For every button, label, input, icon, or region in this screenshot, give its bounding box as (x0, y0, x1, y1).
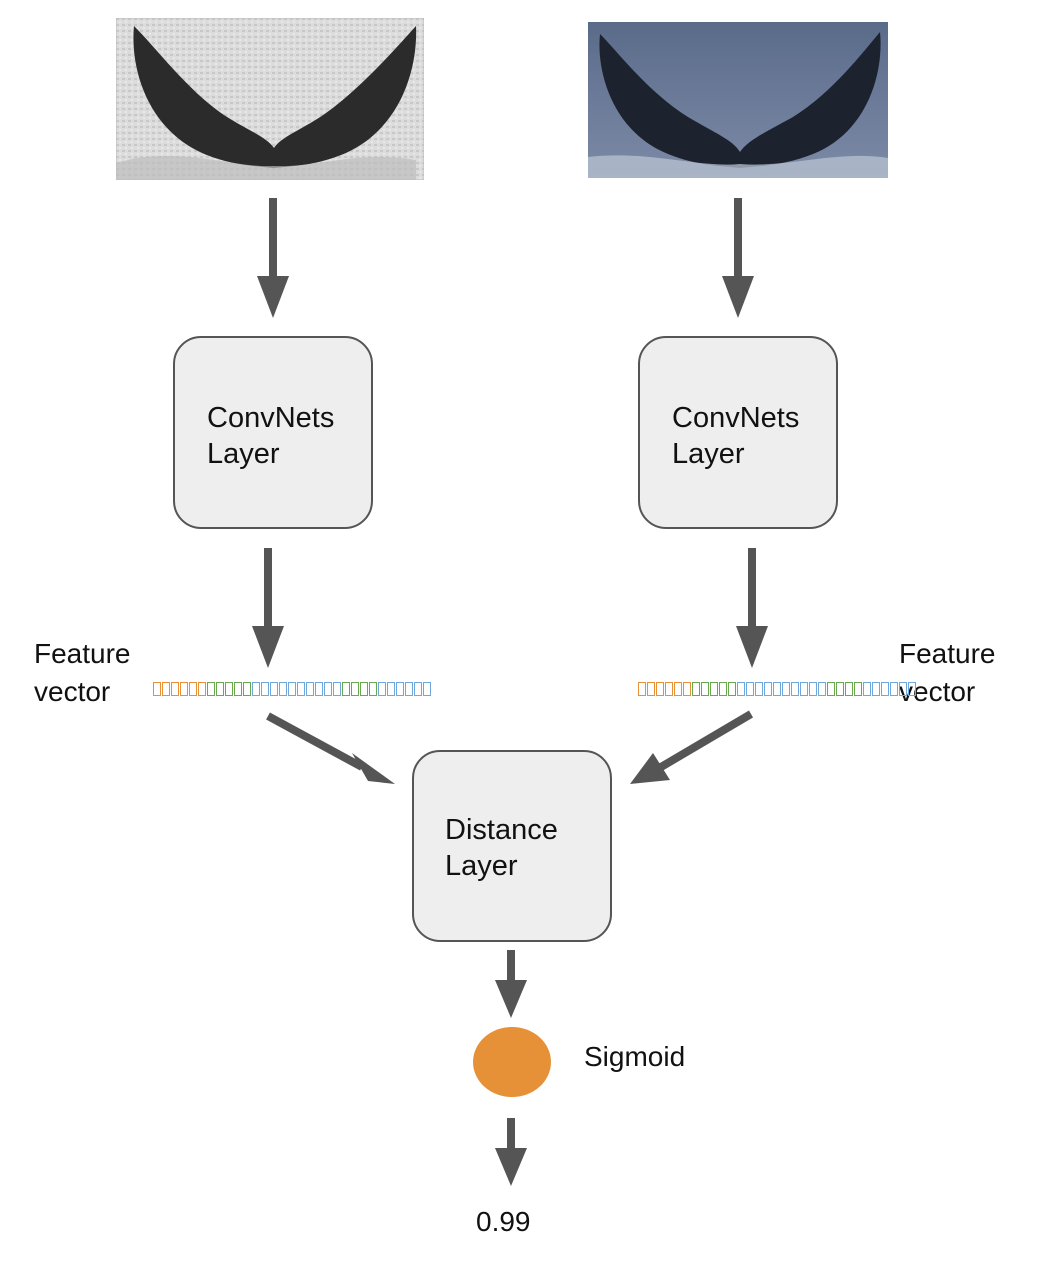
feature-cell (683, 682, 691, 696)
feature-cell (890, 682, 898, 696)
feature-cell (405, 682, 413, 696)
feature-cell (225, 682, 233, 696)
feature-cell (171, 682, 179, 696)
arrow-conv-to-feature-left (252, 548, 284, 668)
feature-cell (809, 682, 817, 696)
feature-cell (180, 682, 188, 696)
convnets-layer-left-label: ConvNets Layer (207, 400, 334, 472)
arrow-distance-to-sigmoid (495, 950, 527, 1018)
feature-cell (387, 682, 395, 696)
feature-cell (198, 682, 206, 696)
feature-cell (414, 682, 422, 696)
feature-cell (746, 682, 754, 696)
feature-cell (252, 682, 260, 696)
feature-cell (755, 682, 763, 696)
sigmoid-label: Sigmoid (584, 1041, 686, 1072)
feature-cell (701, 682, 709, 696)
input-image-right (588, 22, 888, 178)
feature-right-line1: Feature (899, 638, 996, 669)
convnets-right-line2: Layer (672, 438, 745, 470)
feature-cell (234, 682, 242, 696)
feature-left-line2: vector (34, 676, 111, 707)
feature-cell (396, 682, 404, 696)
feature-cell (764, 682, 772, 696)
convnets-layer-right-label: ConvNets Layer (672, 400, 799, 472)
feature-cell (306, 682, 314, 696)
feature-cell (665, 682, 673, 696)
feature-cell (881, 682, 889, 696)
feature-cell (719, 682, 727, 696)
feature-cell (863, 682, 871, 696)
feature-cell (836, 682, 844, 696)
feature-cell (710, 682, 718, 696)
feature-vector-right (638, 682, 917, 698)
arrow-sigmoid-to-output (495, 1118, 527, 1186)
arrow-feature-left-to-distance (266, 712, 395, 784)
feature-vector-label-left: Feature vector (34, 635, 131, 711)
feature-cell (674, 682, 682, 696)
feature-vector-label-right: Feature vector (899, 635, 996, 711)
feature-left-line1: Feature (34, 638, 131, 669)
feature-cell (351, 682, 359, 696)
feature-cell (360, 682, 368, 696)
feature-cell (270, 682, 278, 696)
feature-cell (261, 682, 269, 696)
feature-cell (818, 682, 826, 696)
whale-fluke-color-image (588, 22, 888, 178)
feature-cell (216, 682, 224, 696)
convnets-right-line1: ConvNets (672, 402, 800, 434)
feature-cell (315, 682, 323, 696)
feature-cell (908, 682, 916, 696)
feature-cell (791, 682, 799, 696)
arrow-conv-to-feature-right (736, 548, 768, 668)
whale-fluke-grayscale-image (116, 18, 424, 180)
feature-cell (369, 682, 377, 696)
sigmoid-node (473, 1027, 551, 1097)
feature-cell (782, 682, 790, 696)
feature-cell (279, 682, 287, 696)
feature-cell (378, 682, 386, 696)
distance-line1: Distance (445, 814, 558, 846)
arrow-image-to-conv-right (722, 198, 754, 318)
feature-cell (773, 682, 781, 696)
feature-cell (288, 682, 296, 696)
convnets-left-line1: ConvNets (207, 402, 335, 434)
feature-cell (872, 682, 880, 696)
arrow-feature-right-to-distance (630, 710, 754, 784)
feature-cell (162, 682, 170, 696)
feature-cell (845, 682, 853, 696)
distance-layer: Distance Layer (412, 750, 612, 942)
feature-cell (189, 682, 197, 696)
convnets-layer-right: ConvNets Layer (638, 336, 838, 529)
feature-cell (342, 682, 350, 696)
feature-cell (656, 682, 664, 696)
feature-cell (692, 682, 700, 696)
feature-cell (728, 682, 736, 696)
input-image-left (116, 18, 424, 180)
feature-right-line2: vector (899, 676, 976, 707)
feature-cell (638, 682, 646, 696)
distance-layer-label: Distance Layer (445, 812, 558, 884)
feature-cell (243, 682, 251, 696)
arrow-image-to-conv-left (257, 198, 289, 318)
feature-cell (297, 682, 305, 696)
feature-cell (737, 682, 745, 696)
feature-cell (827, 682, 835, 696)
feature-cell (333, 682, 341, 696)
distance-line2: Layer (445, 850, 518, 882)
feature-cell (324, 682, 332, 696)
feature-cell (153, 682, 161, 696)
feature-cell (854, 682, 862, 696)
convnets-layer-left: ConvNets Layer (173, 336, 373, 529)
feature-cell (647, 682, 655, 696)
feature-cell (899, 682, 907, 696)
convnets-left-line2: Layer (207, 438, 280, 470)
feature-cell (423, 682, 431, 696)
feature-cell (800, 682, 808, 696)
output-value: 0.99 (476, 1206, 531, 1237)
feature-cell (207, 682, 215, 696)
feature-vector-left (153, 682, 432, 698)
